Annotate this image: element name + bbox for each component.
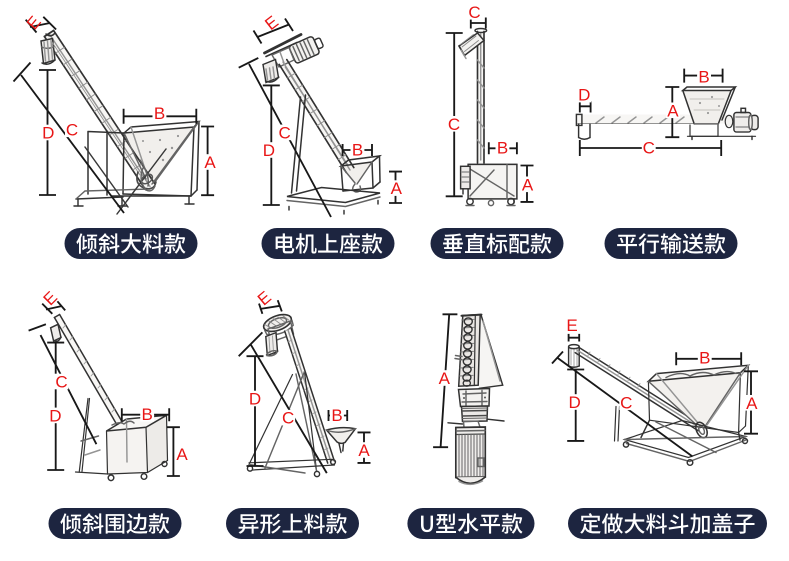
- svg-text:A: A: [667, 101, 679, 120]
- svg-text:C: C: [620, 393, 632, 412]
- svg-text:D: D: [49, 407, 61, 426]
- svg-text:E: E: [40, 288, 61, 309]
- svg-text:C: C: [468, 3, 480, 22]
- svg-text:B: B: [154, 104, 165, 123]
- svg-text:E: E: [254, 287, 275, 309]
- svg-text:A: A: [358, 441, 370, 460]
- svg-text:B: B: [497, 139, 508, 158]
- svg-text:C: C: [66, 120, 78, 139]
- svg-text:A: A: [204, 153, 216, 172]
- svg-text:E: E: [261, 12, 282, 34]
- svg-text:D: D: [249, 390, 261, 409]
- svg-text:B: B: [331, 406, 342, 425]
- svg-text:E: E: [566, 316, 577, 335]
- svg-text:C: C: [55, 373, 67, 392]
- svg-text:C: C: [282, 409, 294, 428]
- svg-text:B: B: [698, 67, 709, 86]
- svg-text:E: E: [23, 12, 45, 33]
- svg-text:C: C: [278, 124, 290, 143]
- svg-text:A: A: [522, 175, 534, 194]
- svg-text:D: D: [42, 124, 54, 143]
- svg-text:A: A: [176, 445, 188, 464]
- svg-text:B: B: [142, 405, 153, 424]
- svg-text:B: B: [699, 349, 710, 368]
- svg-text:C: C: [643, 139, 655, 158]
- svg-text:C: C: [448, 115, 460, 134]
- svg-text:A: A: [439, 369, 451, 388]
- svg-text:A: A: [746, 394, 758, 413]
- svg-text:B: B: [352, 140, 363, 159]
- svg-text:D: D: [263, 141, 275, 160]
- svg-text:D: D: [568, 393, 580, 412]
- svg-text:A: A: [391, 179, 403, 198]
- svg-text:D: D: [578, 86, 590, 105]
